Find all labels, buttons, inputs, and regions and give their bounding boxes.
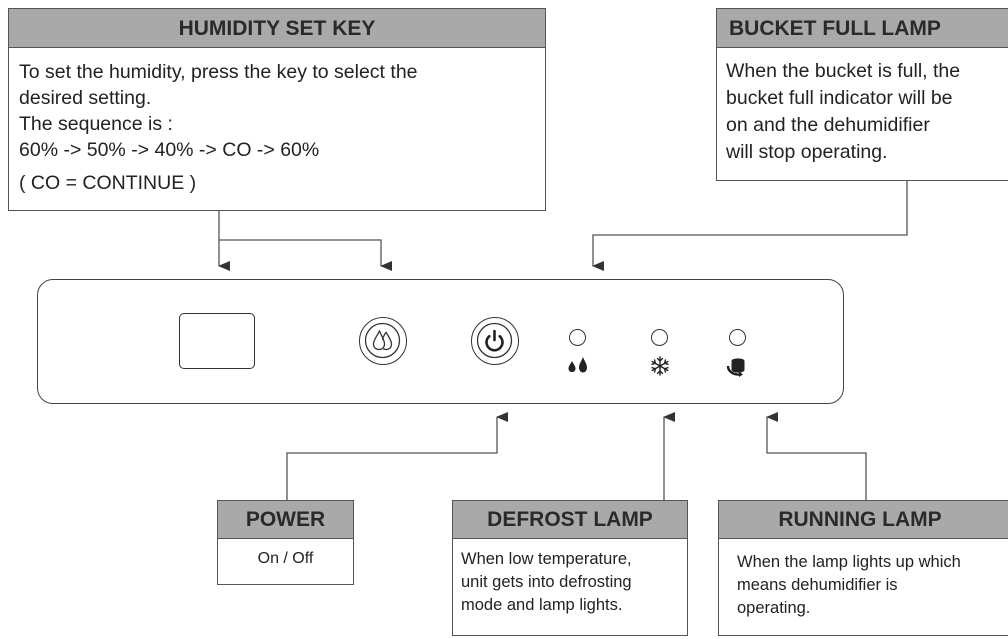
power-description: On / Off [257, 550, 314, 567]
running-lamp [729, 329, 746, 346]
humidity-display [179, 313, 255, 369]
humidity-line-4: 60% -> 50% -> 40% -> CO -> 60% [19, 139, 320, 161]
power-connector [286, 412, 508, 500]
bucket-line-1: When the bucket is full, the [726, 60, 961, 82]
bucket-line-3: on and the dehumidifier [726, 114, 930, 136]
running-connector [766, 412, 867, 500]
defrost-lamp-callout: DEFROST LAMP When low temperature, unit … [452, 500, 688, 636]
power-button[interactable] [471, 317, 519, 365]
water-drips-icon [568, 357, 587, 373]
humidity-button[interactable] [359, 317, 407, 365]
humidity-line-2: desired setting. [19, 87, 152, 109]
running-fan-icon [726, 357, 749, 377]
humidity-set-key-callout: HUMIDITY SET KEY To set the humidity, pr… [8, 8, 546, 211]
water-drops-icon [364, 322, 401, 359]
humidity-set-key-description: To set the humidity, press the key to se… [9, 48, 545, 196]
bucket-full-lamp-title: BUCKET FULL LAMP [717, 9, 1008, 48]
running-lamp-description: When the lamp lights up which means dehu… [719, 539, 1008, 620]
running-line-3: operating. [737, 599, 811, 617]
humidity-set-key-title: HUMIDITY SET KEY [9, 9, 545, 48]
bucket-line-4: will stop operating. [726, 141, 888, 163]
defrost-lamp-description: When low temperature, unit gets into def… [453, 539, 687, 617]
humidity-line-5: ( CO = CONTINUE ) [19, 172, 197, 194]
running-line-1: When the lamp lights up which [737, 553, 961, 571]
running-lamp-callout: RUNNING LAMP When the lamp lights up whi… [718, 500, 1008, 636]
running-lamp-title: RUNNING LAMP [719, 501, 1008, 539]
humidity-line-1: To set the humidity, press the key to se… [19, 61, 418, 83]
power-icon [476, 322, 513, 359]
defrost-line-3: mode and lamp lights. [461, 596, 623, 614]
defrost-line-1: When low temperature, [461, 550, 632, 568]
snowflake-icon [651, 356, 669, 376]
defrost-lamp-title: DEFROST LAMP [453, 501, 687, 539]
control-panel [37, 279, 844, 404]
humidity-key-connector-b [219, 239, 392, 271]
defrost-line-2: unit gets into defrosting [461, 573, 632, 591]
humidity-line-3: The sequence is : [19, 113, 173, 135]
bucket-full-lamp-description: When the bucket is full, the bucket full… [717, 48, 1008, 166]
bucket-lamp-connector [592, 181, 908, 271]
defrost-lamp [651, 329, 668, 346]
power-callout: POWER On / Off [217, 500, 354, 585]
bucket-line-2: bucket full indicator will be [726, 87, 953, 109]
bucket-full-lamp-callout: BUCKET FULL LAMP When the bucket is full… [716, 8, 1008, 181]
power-title: POWER [218, 501, 353, 539]
bucket-full-lamp [569, 329, 586, 346]
running-line-2: means dehumidifier is [737, 576, 898, 594]
